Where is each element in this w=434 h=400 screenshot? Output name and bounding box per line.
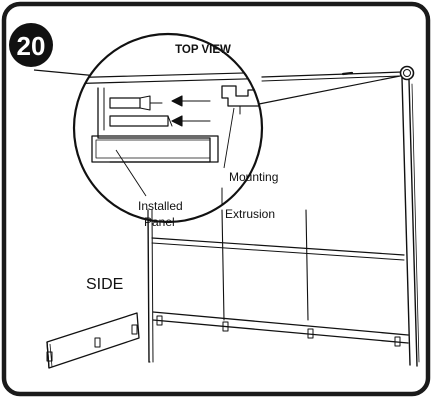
installed-panel-pointer (115, 149, 147, 197)
side-label: SIDE (86, 276, 123, 293)
step-number: 20 (17, 31, 46, 61)
step-badge: 20 (9, 23, 53, 67)
callout-leader-left (33, 69, 99, 77)
callout-leader-right (258, 75, 401, 105)
sliding-panel-lower (109, 115, 169, 127)
arrow-left-icon (171, 115, 211, 127)
mounting-extrusion-label-line2: Extrusion (225, 207, 275, 221)
mounting-extrusion-pointer (223, 107, 235, 169)
installed-panel-label-line2: Panel (144, 215, 175, 229)
top-view-label: TOP VIEW (175, 44, 231, 56)
sliding-panel-upper (109, 97, 141, 109)
shed-wall-drawing (147, 65, 420, 367)
top-view-callout (72, 32, 264, 224)
arrow-left-icon (171, 95, 211, 107)
side-panel-drawing (46, 312, 140, 369)
mounting-extrusion-label-line1: Mounting (229, 170, 278, 184)
installed-panel-label-line1: Installed (138, 199, 183, 213)
